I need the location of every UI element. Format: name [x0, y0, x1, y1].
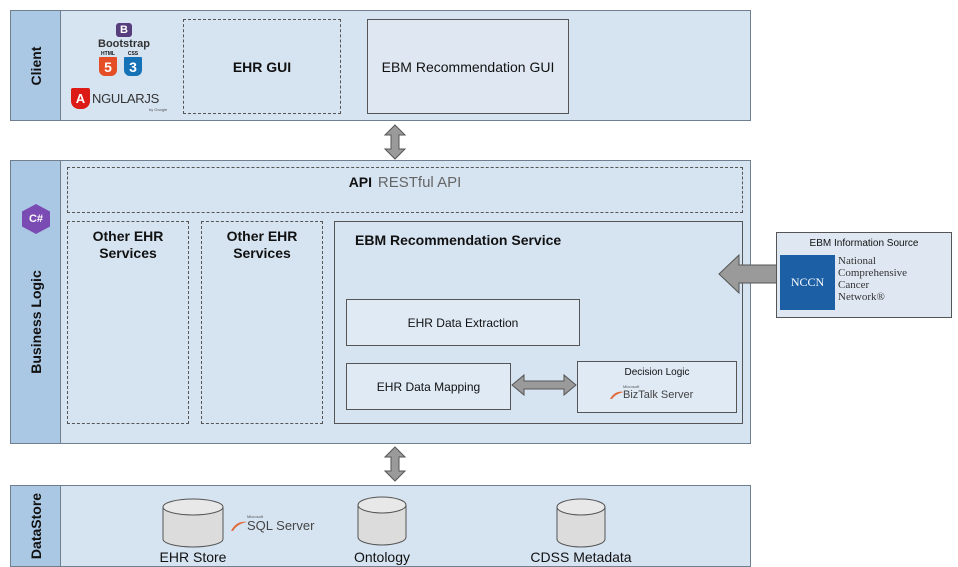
ebm-service-box: EBM Recommendation Service EHR Data Extr…: [334, 221, 743, 424]
bootstrap-label: Bootstrap: [98, 38, 150, 50]
nccn-logo-block: NCCN: [780, 255, 835, 310]
other-ehr-services-box-2: Other EHR Services: [201, 221, 323, 424]
info-source-arrow: [718, 254, 778, 294]
csharp-logo-icon: C#: [22, 204, 50, 234]
decision-logic-box: Decision Logic Microsoft BizTalk Server: [577, 361, 737, 413]
ontology-label: Ontology: [353, 549, 411, 565]
nccn-line-3: Cancer: [838, 279, 870, 291]
api-box: API RESTful API: [67, 167, 743, 213]
ehr-data-extraction-box: EHR Data Extraction: [346, 299, 580, 346]
nccn-line-1: National: [838, 255, 876, 267]
nccn-logo-text: NCCN: [790, 275, 825, 289]
angular-shield-icon: A: [71, 88, 90, 109]
api-title: API RESTful API: [68, 174, 742, 191]
other-ehr-services-1-label: Other EHR Services: [92, 228, 164, 261]
angular-letter: A: [75, 91, 86, 106]
nccn-name: National Comprehensive Cancer Network®: [838, 255, 907, 303]
ehr-data-mapping-box: EHR Data Mapping: [346, 363, 511, 410]
info-source-title: EBM Information Source: [809, 238, 919, 249]
datastore-layer: Microsoft SQL Server EHR Store Ontology …: [60, 485, 751, 567]
business-layer-label-cell: C# Business Logic: [10, 160, 61, 444]
ontology-cylinder-icon: [357, 496, 407, 546]
biztalk-label: BizTalk Server: [623, 389, 694, 401]
client-layer: B Bootstrap HTML 5 CSS 3 A NGULARJS by G…: [60, 10, 751, 121]
nccn-line-4: Network®: [838, 291, 885, 303]
sql-server-label: SQL Server: [247, 518, 315, 533]
biztalk-logo: Microsoft BizTalk Server: [610, 384, 710, 404]
ebm-gui-box: EBM Recommendation GUI: [367, 19, 569, 114]
client-business-arrow: [383, 124, 407, 160]
bootstrap-logo: B: [116, 23, 132, 37]
biztalk-swoosh-icon: [610, 391, 624, 399]
csharp-glyph: C#: [28, 213, 44, 225]
css3-logo: CSS 3: [123, 51, 143, 77]
html5-shield-icon: 5: [99, 57, 117, 76]
bootstrap-logo-letter: B: [120, 24, 128, 36]
nccn-line-2: Comprehensive: [838, 267, 908, 279]
business-datastore-arrow: [383, 446, 407, 482]
datastore-layer-label-cell: DataStore: [10, 485, 61, 567]
angular-sub: by Google: [149, 107, 168, 112]
mapping-decision-arrow: [511, 373, 577, 397]
api-restful-label: RESTful API: [377, 174, 462, 191]
client-layer-label-cell: Client: [10, 10, 61, 121]
business-layer-label: Business Logic: [27, 270, 44, 374]
api-label: API: [348, 174, 373, 190]
client-layer-label: Client: [27, 46, 44, 85]
sql-server-ms-label: Microsoft: [247, 514, 264, 519]
cdss-metadata-cylinder-icon: [556, 498, 606, 548]
html5-glyph: 5: [104, 58, 112, 75]
css3-glyph: 3: [129, 58, 137, 75]
ehr-store-cylinder-icon: [162, 498, 224, 548]
css3-shield-icon: 3: [124, 57, 142, 76]
sql-server-swoosh-icon: [231, 521, 247, 531]
angularjs-logo: A NGULARJS by Google: [71, 88, 181, 116]
cdss-metadata-label: CDSS Metadata: [530, 549, 632, 565]
decision-logic-label: Decision Logic: [624, 367, 690, 378]
biztalk-ms-label: Microsoft: [623, 384, 640, 389]
angular-text: NGULARJS: [92, 91, 159, 106]
html5-label: HTML: [101, 51, 115, 57]
business-layer: API RESTful API Other EHR Services Other…: [60, 160, 751, 444]
ebm-service-title: EBM Recommendation Service: [355, 232, 562, 248]
css3-label: CSS: [127, 51, 139, 57]
ebm-info-source-box: EBM Information Source NCCN National Com…: [776, 232, 952, 318]
ehr-gui-box: EHR GUI: [183, 19, 341, 114]
other-ehr-services-box-1: Other EHR Services: [67, 221, 189, 424]
ehr-store-label: EHR Store: [159, 549, 227, 565]
other-ehr-services-2-label: Other EHR Services: [226, 228, 298, 261]
sql-server-logo: Microsoft SQL Server: [231, 514, 321, 536]
html5-logo: HTML 5: [98, 51, 118, 77]
datastore-layer-label: DataStore: [27, 492, 44, 560]
